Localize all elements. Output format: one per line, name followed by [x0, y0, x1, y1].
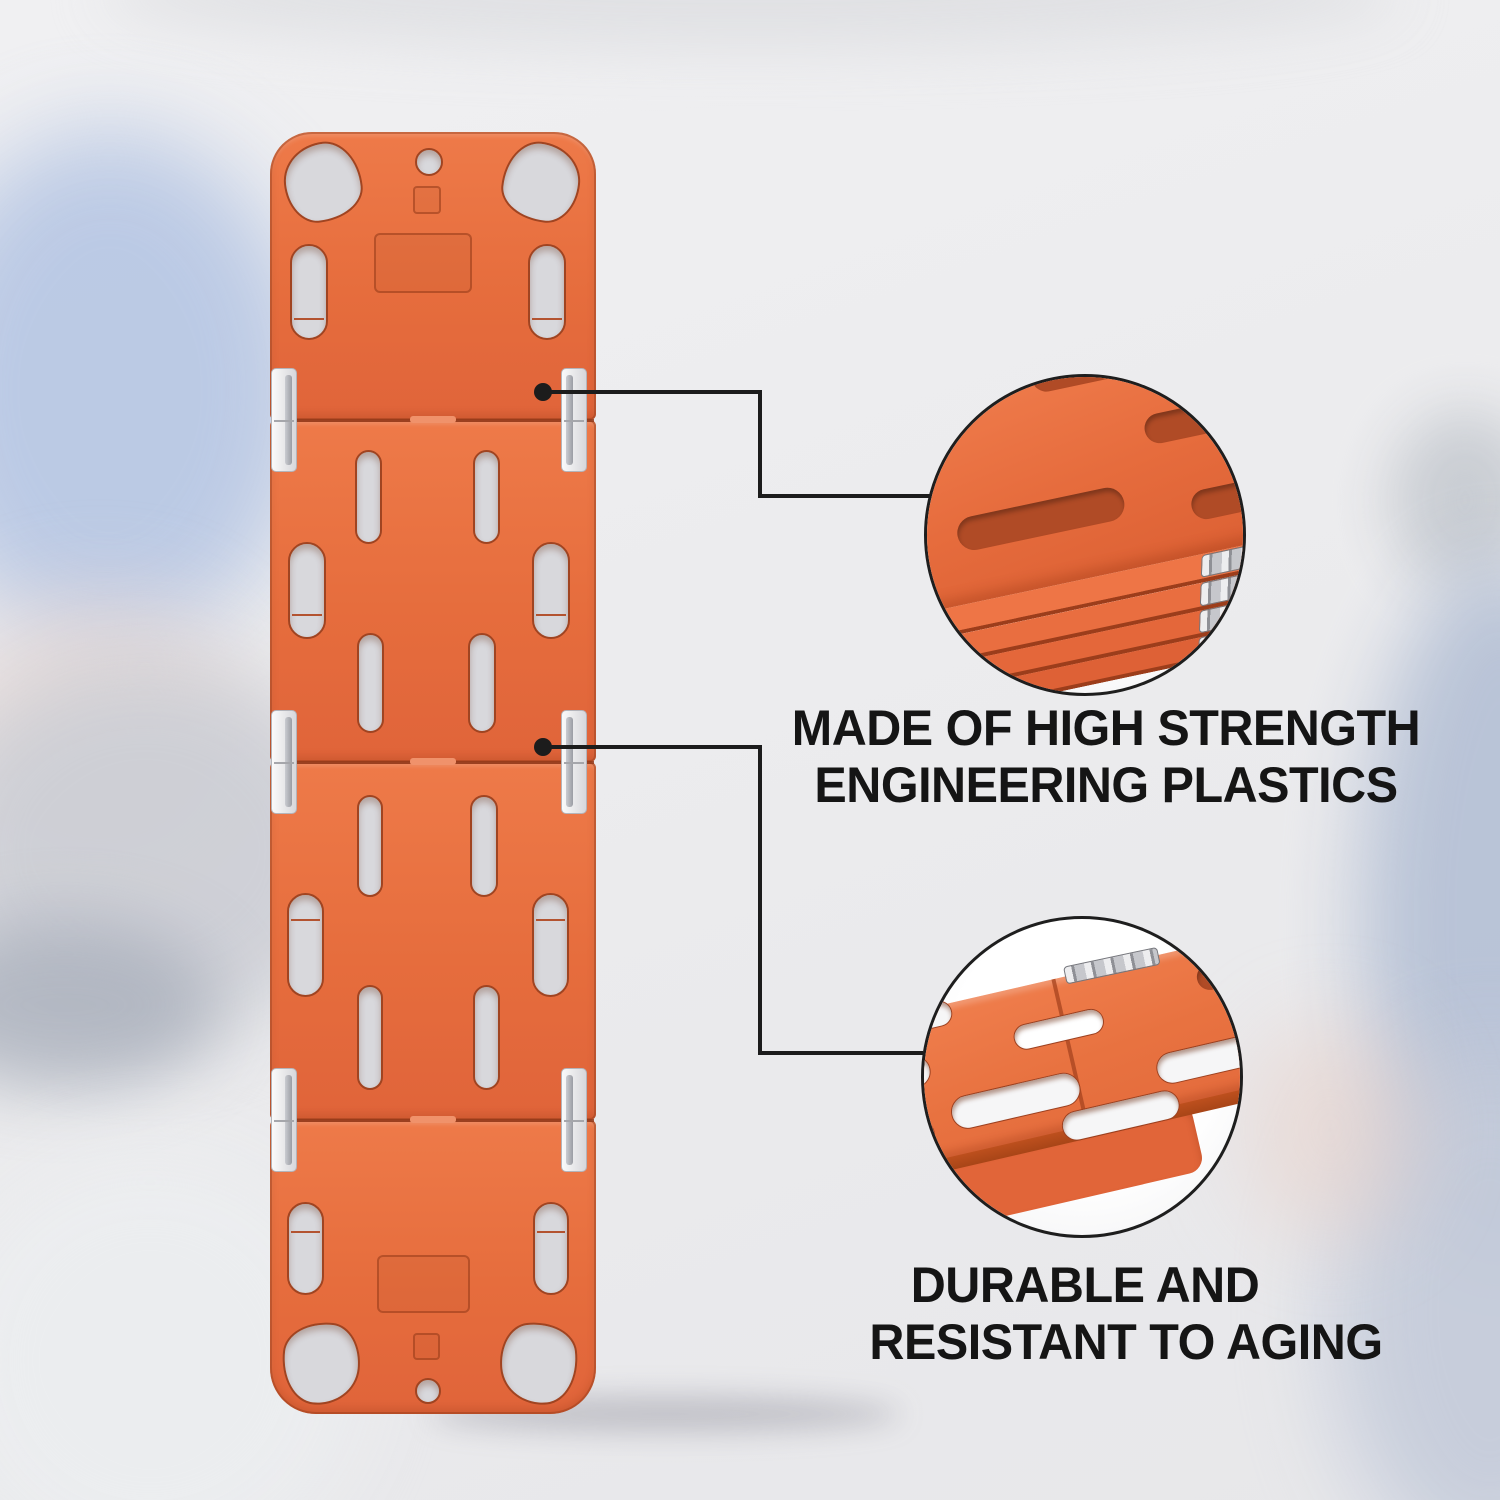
callout-text-plastics-line2: ENGINEERING PLASTICS	[814, 757, 1398, 813]
background-blur-person-right-head	[1390, 410, 1500, 590]
background-blur-person-left	[0, 130, 310, 650]
strap-slot	[468, 633, 496, 733]
molded-recess-large	[374, 233, 472, 293]
handle-slot	[1141, 382, 1243, 446]
hinge	[271, 1068, 297, 1172]
handle-slot	[290, 244, 328, 340]
strap-slot	[357, 795, 383, 897]
handle-slot	[932, 377, 971, 411]
pin-hole	[415, 148, 443, 176]
handle-slot	[287, 893, 324, 997]
hinge	[271, 710, 297, 814]
hinge	[561, 710, 587, 814]
strap-slot	[473, 450, 500, 544]
strap-slot	[357, 985, 383, 1090]
background-blur-pink-right	[1240, 1020, 1420, 1240]
strap-slot	[355, 450, 382, 544]
seam-latch	[410, 416, 456, 423]
seam-latch	[410, 1116, 456, 1123]
handle-slot	[533, 1202, 569, 1295]
callout-dot	[534, 383, 552, 401]
handle-slot	[532, 542, 570, 639]
callout-dot	[534, 738, 552, 756]
hinge	[561, 368, 587, 472]
handle-slot	[288, 542, 326, 639]
strap-slot	[470, 795, 498, 897]
seam-latch	[410, 758, 456, 765]
hinge	[561, 1068, 587, 1172]
molded-recess-large	[377, 1255, 470, 1313]
detail-inset-board-surface	[921, 916, 1243, 1238]
callout-text-plastics-line1: MADE OF HIGH STRENGTH	[791, 700, 1421, 756]
handle-slot	[532, 893, 569, 997]
hinge	[271, 368, 297, 472]
handle-slot	[1028, 377, 1192, 395]
molded-recess-small	[413, 186, 441, 214]
handle-slot	[528, 244, 566, 340]
spine-board	[270, 132, 596, 1414]
handle-slot	[1188, 463, 1243, 522]
detail-inset-folded-stack	[924, 374, 1246, 696]
strap-slot	[473, 985, 500, 1090]
strap-slot	[357, 633, 384, 733]
callout-line-top	[543, 390, 930, 498]
callout-line-bottom	[543, 745, 923, 1055]
callout-text-durability-line2: RESISTANT TO AGING	[869, 1314, 1383, 1370]
pin-hole	[415, 1378, 441, 1404]
handle-slot	[287, 1202, 324, 1295]
handle-slot	[954, 484, 1128, 554]
molded-recess-small	[413, 1333, 440, 1360]
callout-text-durability-line1: DURABLE AND	[910, 1257, 1260, 1313]
